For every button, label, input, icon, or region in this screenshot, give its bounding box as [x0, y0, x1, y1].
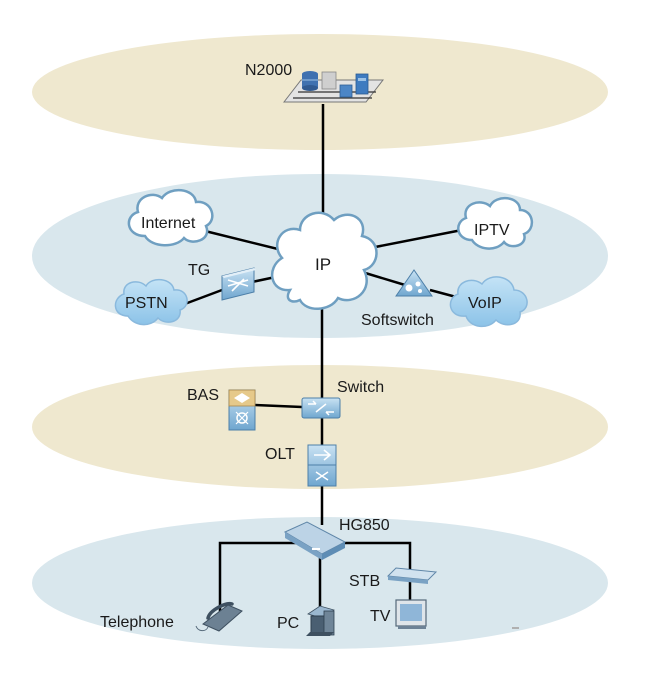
pstn-cloud-icon: [114, 278, 188, 326]
iptv-label: IPTV: [474, 222, 510, 239]
hg850-label: HG850: [339, 517, 390, 534]
internet-label: Internet: [141, 215, 196, 232]
link-iptv-ip: [359, 228, 463, 252]
olt-label: OLT: [265, 446, 295, 463]
link-bas-switch: [254, 403, 303, 409]
hg850-ont-icon: [283, 521, 347, 560]
voip-label: VoIP: [468, 295, 502, 312]
link-hg850-stb: [345, 541, 412, 572]
switch-icon: [301, 397, 341, 419]
internet-cloud-icon: [127, 189, 214, 247]
link-pstn-tg: [181, 288, 223, 307]
olt-device-icon: [307, 444, 337, 487]
telephone-label: Telephone: [100, 614, 174, 631]
softswitch-icon: [395, 269, 433, 297]
stb-label: STB: [349, 573, 380, 590]
telephone-icon: [195, 601, 243, 632]
pc-label: PC: [277, 615, 299, 632]
voip-cloud-icon: [449, 276, 528, 328]
bas-label: BAS: [187, 387, 219, 404]
switch-label: Switch: [337, 379, 384, 396]
pc-icon: [306, 605, 335, 636]
softswitch-label: Softswitch: [361, 312, 434, 329]
ip-cloud-icon: [270, 211, 378, 310]
pstn-label: PSTN: [125, 295, 168, 312]
ip-label: IP: [315, 255, 331, 274]
n2000-server-icon: [282, 71, 385, 103]
iptv-cloud-icon: [457, 197, 533, 250]
tg-label: TG: [188, 262, 210, 279]
link-hg850-telephone: [218, 541, 300, 614]
tv-icon: [395, 599, 427, 629]
tv-label: TV: [370, 608, 391, 625]
link-ip-softswitch: [361, 270, 406, 287]
tg-gateway-icon: [221, 267, 256, 301]
corner-mark: [512, 627, 519, 629]
stb-icon: [386, 567, 438, 584]
aggregation-layer: [32, 365, 608, 489]
bas-device-icon: [228, 389, 256, 431]
n2000-label: N2000: [245, 62, 292, 79]
link-internet-ip: [204, 229, 291, 254]
